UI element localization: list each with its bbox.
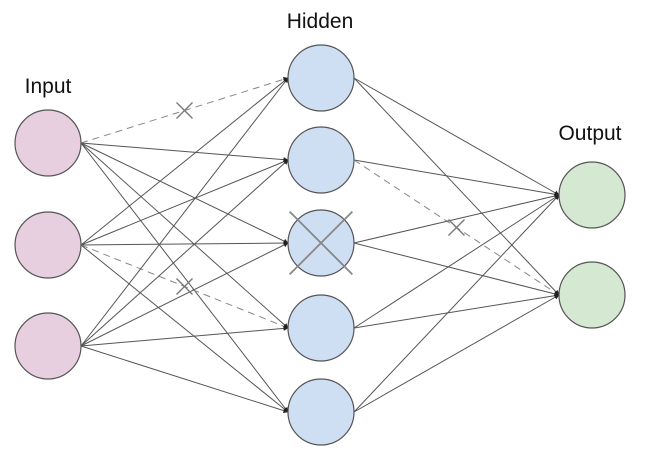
- output-node-2: [558, 261, 626, 329]
- output-layer-label: Output: [558, 122, 621, 145]
- edge-input-2-to-hidden-2: [80, 159, 289, 246]
- output-node-1: [558, 161, 626, 229]
- edge-input-1-to-hidden-3: [80, 142, 289, 244]
- edge-hidden-4-to-output-1: [353, 194, 560, 329]
- input-node-1: [14, 109, 82, 177]
- edge-hidden-5-to-output-2: [353, 294, 560, 413]
- edge-input-3-to-hidden-3: [80, 242, 289, 347]
- edge-input-3-to-hidden-2: [80, 159, 289, 347]
- edge-input-3-to-hidden-4: [80, 325, 289, 347]
- input-layer-label: Input: [25, 75, 72, 98]
- dropped-node-x-mark: [289, 211, 353, 275]
- edge-hidden-1-to-output-2: [353, 77, 560, 296]
- connections: [80, 76, 560, 414]
- hidden-node-1: [287, 44, 355, 112]
- edge-hidden-4-to-output-2: [353, 293, 560, 329]
- edge-input-1-to-hidden-2: [80, 142, 289, 163]
- edge-input-1-to-hidden-4: [80, 142, 289, 329]
- edge-input-2-to-hidden-1: [80, 77, 289, 246]
- edge-hidden-2-to-output-1: [353, 159, 560, 197]
- hidden-node-2: [287, 126, 355, 194]
- dropped-edge-x-mark: [448, 219, 465, 236]
- hidden-node-4: [287, 294, 355, 362]
- edge-hidden-3-to-output-2: [353, 242, 560, 297]
- hidden-layer-label: Hidden: [287, 10, 354, 33]
- edge-input-2-to-hidden-3: [80, 240, 289, 246]
- dropped-edge-x-mark: [176, 278, 193, 295]
- input-node-2: [14, 211, 82, 279]
- edge-hidden-3-to-output-1: [353, 193, 560, 244]
- edge-input-3-to-hidden-1: [80, 77, 289, 347]
- input-node-3: [14, 312, 82, 380]
- dropped-edge-x-mark: [176, 102, 193, 119]
- edge-hidden-5-to-output-1: [353, 194, 560, 413]
- edge-hidden-1-to-output-1: [353, 77, 560, 196]
- edge-input-2-to-hidden-5: [80, 244, 289, 413]
- edge-input-3-to-hidden-5: [80, 345, 289, 414]
- edge-input-1-to-hidden-5: [80, 142, 289, 413]
- dropout-marks: [176, 102, 465, 295]
- hidden-node-5: [287, 378, 355, 446]
